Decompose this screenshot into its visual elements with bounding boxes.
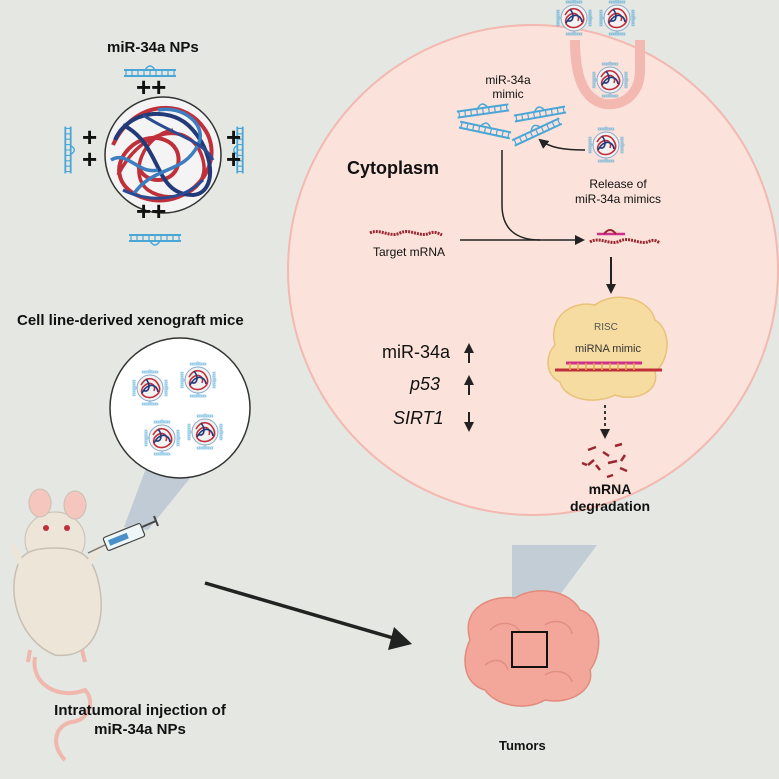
target-mrna-strand	[369, 230, 443, 237]
injection-label: Intratumoral injection of miR-34a NPs	[10, 701, 270, 739]
charge-left-2: +	[82, 144, 98, 174]
treatment-arrowhead	[388, 627, 412, 650]
charge-bottom: ++	[136, 196, 167, 226]
tumor	[464, 590, 600, 707]
release-label-line2: miR-34a mimics	[574, 192, 661, 206]
injection-line1: Intratumoral injection of	[54, 702, 226, 719]
risc-label: RISC	[594, 322, 618, 333]
release-arrow	[538, 138, 586, 151]
tumor-zoom-box	[511, 631, 548, 668]
gene-p53: p53	[410, 374, 441, 394]
risc-bp-ticks	[569, 363, 635, 370]
nanoparticle-zoom-circle	[109, 337, 251, 479]
degradation-line1: mRNA	[588, 481, 632, 497]
cytoplasm-circle	[287, 24, 779, 516]
mouse	[9, 488, 103, 762]
charge-left-1: +	[82, 122, 98, 152]
mrna-fragments	[581, 442, 628, 479]
charge-top: ++	[136, 72, 167, 102]
nanoparticle-title: miR-34a NPs	[107, 39, 199, 56]
degradation-label: mRNA degradation	[560, 481, 660, 515]
mimic-label-line1: miR-34a	[485, 73, 531, 87]
charge-right-1: +	[226, 122, 242, 152]
bound-mimic-loop	[603, 229, 617, 235]
injection-line2: miR-34a NPs	[94, 721, 186, 738]
injection-zoom-cone	[124, 463, 195, 530]
gene-sirt1: SIRT1	[393, 408, 444, 428]
mimic-label: miR-34a mimic	[468, 73, 548, 101]
risc-mimic-label: miRNA mimic	[575, 343, 641, 355]
charge-right-2: +	[226, 144, 242, 174]
treatment-arrow	[204, 581, 401, 642]
release-label: Release of miR-34a mimics	[568, 177, 668, 207]
gene-mir34a: miR-34a	[382, 342, 451, 362]
release-label-line1: Release of	[589, 177, 647, 191]
degradation-line2: degradation	[569, 498, 651, 514]
syringe	[87, 515, 159, 554]
nanoparticle-rna-left	[64, 125, 76, 175]
mimic-binding-arrow	[501, 150, 541, 241]
bound-mrna-strand	[589, 238, 661, 245]
nanoparticle-rna-bottom	[128, 234, 182, 246]
tumor-label: Tumors	[499, 738, 546, 753]
target-mrna-label: Target mRNA	[373, 245, 446, 259]
external-nanoparticle-2	[600, 0, 635, 35]
large-nanoparticle	[104, 96, 222, 214]
mimic-label-line2: mimic	[492, 87, 524, 101]
cytoplasm-label: Cytoplasm	[347, 158, 440, 178]
model-label: Cell line-derived xenograft mice	[17, 312, 244, 329]
endocytosis-membrane	[570, 39, 645, 110]
